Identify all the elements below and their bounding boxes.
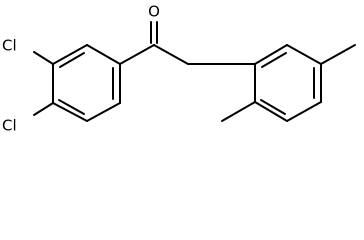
- bond-methyl-ortho: [221, 101, 256, 122]
- chlorine-bottom-label: Cl: [2, 117, 17, 135]
- bond-right-ring-2: [286, 44, 322, 65]
- bond-ring-to-carbonyl: [119, 44, 155, 65]
- double-bond-right-ring-c: [260, 99, 286, 115]
- double-bond-right-ring-a: [261, 52, 287, 68]
- chlorine-top-label: Cl: [2, 37, 17, 55]
- molecule-drawing: O Cl Cl: [2, 3, 356, 135]
- bond-cl-top: [33, 51, 54, 65]
- double-bond-left-ring-b: [58, 99, 85, 115]
- bond-methyl-para: [320, 44, 356, 65]
- bond-right-ring-5: [254, 101, 288, 122]
- bond-cl-bottom: [33, 102, 54, 116]
- bond-left-ring-6: [86, 44, 121, 65]
- bond-left-ring-2: [86, 102, 121, 122]
- bond-chain-1: [153, 44, 189, 65]
- bond-right-ring-4: [286, 101, 322, 122]
- double-bond-left-ring-c: [59, 52, 85, 68]
- bond-left-ring-3: [52, 102, 88, 122]
- structure-diagram: O Cl Cl: [2, 2, 356, 135]
- oxygen-label: O: [148, 3, 160, 21]
- bond-left-ring-5: [52, 44, 88, 65]
- bond-right-ring-1: [254, 44, 288, 65]
